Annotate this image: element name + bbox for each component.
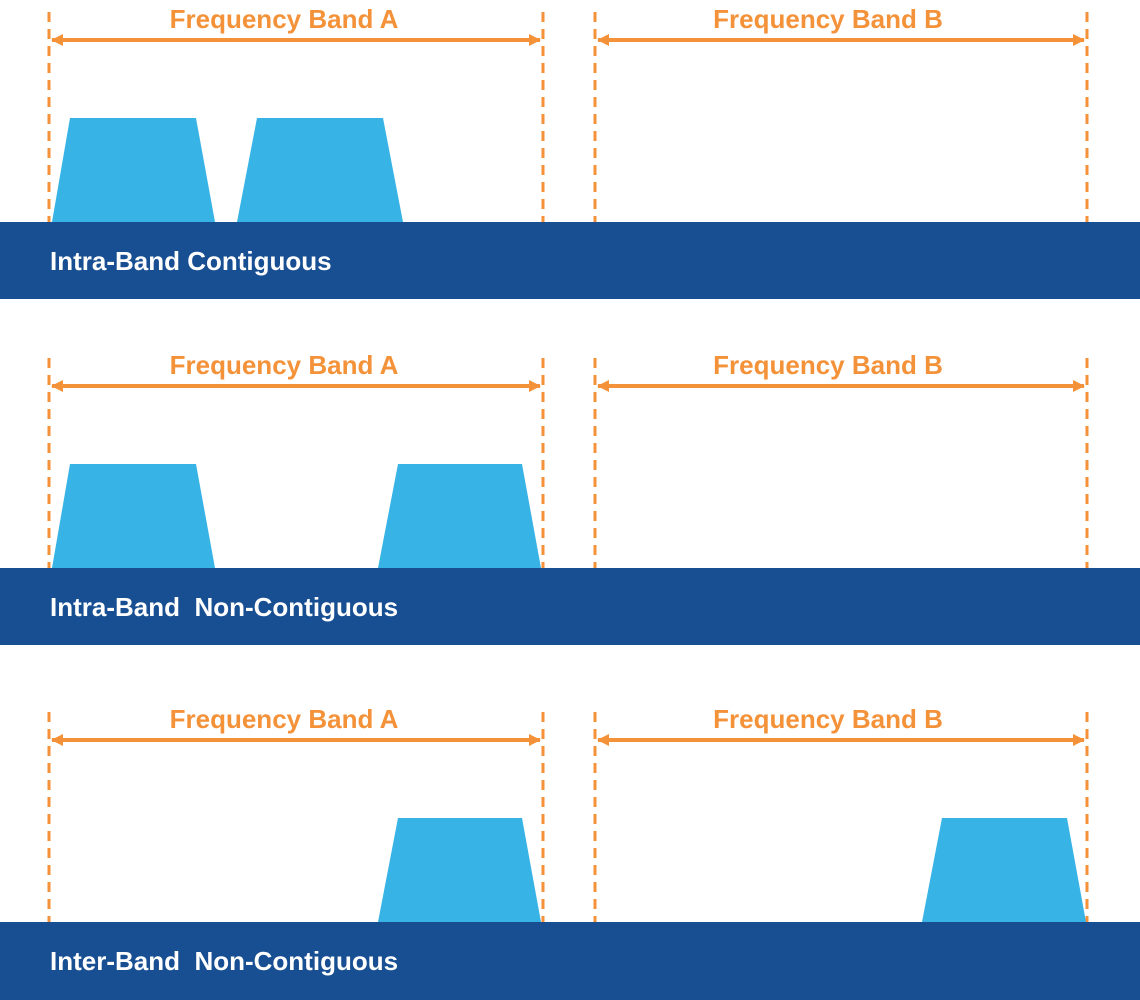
title-bar (0, 568, 1140, 645)
band-b-label: Frequency Band B (713, 350, 943, 380)
component-carrier (922, 818, 1086, 922)
title-bar (0, 922, 1140, 1000)
diagram-inter-band-non-contiguous: Frequency Band A Frequency Band B Inter-… (0, 700, 1140, 1000)
component-carrier (378, 818, 541, 922)
band-a-label: Frequency Band A (170, 350, 399, 380)
diagram-intra-band-contiguous: Frequency Band A Frequency Band B Intra-… (0, 0, 1140, 300)
component-carrier (237, 118, 403, 222)
diagram-canvas: Frequency Band A Frequency Band B Intra-… (0, 350, 1140, 645)
band-b-label: Frequency Band B (713, 704, 943, 734)
band-a-label: Frequency Band A (170, 704, 399, 734)
diagram-canvas: Frequency Band A Frequency Band B Inter-… (0, 704, 1140, 1000)
diagram-canvas: Frequency Band A Frequency Band B Intra-… (0, 4, 1140, 299)
component-carrier (378, 464, 541, 568)
diagram-title: Intra-Band Non-Contiguous (50, 592, 398, 622)
band-a-label: Frequency Band A (170, 4, 399, 34)
diagram-title: Inter-Band Non-Contiguous (50, 946, 398, 976)
diagram-intra-band-non-contiguous: Frequency Band A Frequency Band B Intra-… (0, 346, 1140, 646)
diagram-title: Intra-Band Contiguous (50, 246, 332, 276)
component-carrier (52, 464, 215, 568)
component-carrier (52, 118, 215, 222)
band-b-label: Frequency Band B (713, 4, 943, 34)
title-bar (0, 222, 1140, 299)
